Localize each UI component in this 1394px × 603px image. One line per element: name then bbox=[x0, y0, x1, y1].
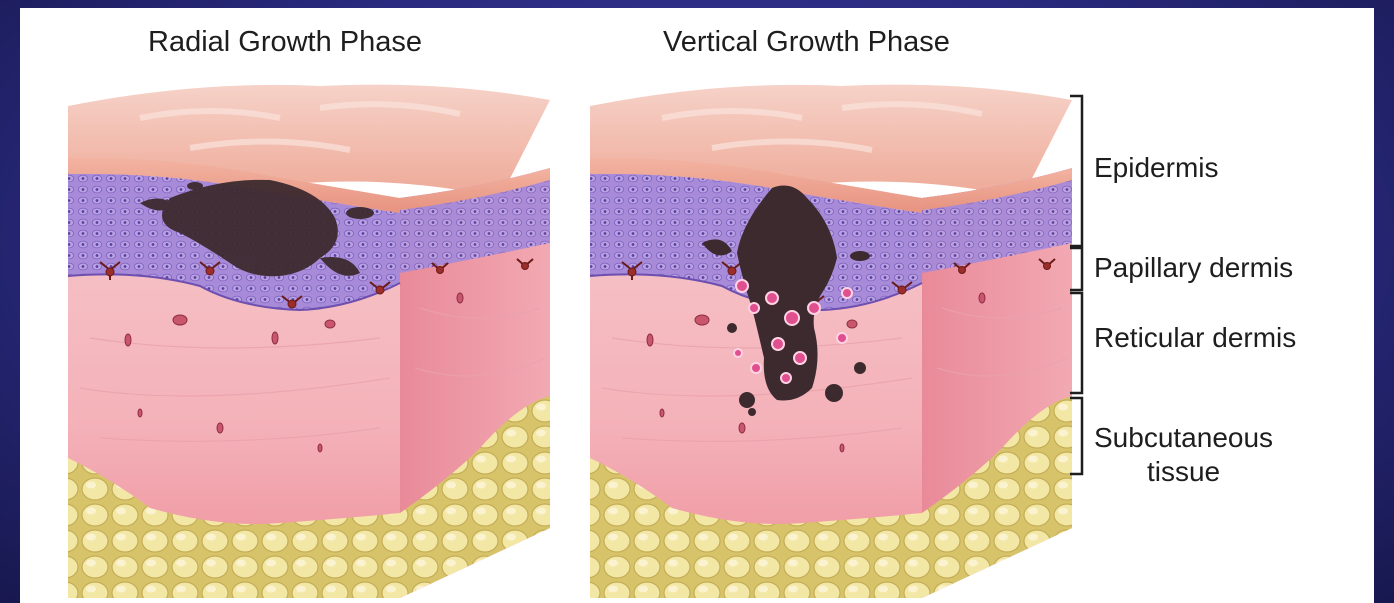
skin-illustration bbox=[20, 8, 1374, 603]
vertical-growth-skin-block bbox=[590, 85, 1072, 598]
vertical-growth-phase-title: Vertical Growth Phase bbox=[663, 26, 950, 59]
radial-growth-skin-block bbox=[68, 85, 550, 598]
radial-growth-phase-title: Radial Growth Phase bbox=[148, 26, 422, 59]
epidermis-label: Epidermis bbox=[1094, 151, 1218, 185]
illustration-panel: Radial Growth Phase Vertical Growth Phas… bbox=[20, 8, 1374, 603]
subcutaneous-label-line2: tissue bbox=[1094, 455, 1273, 489]
subcutaneous-tissue-label: Subcutaneous tissue bbox=[1094, 421, 1273, 489]
subcutaneous-label-line1: Subcutaneous bbox=[1094, 421, 1273, 455]
reticular-dermis-label: Reticular dermis bbox=[1094, 321, 1296, 355]
papillary-dermis-label: Papillary dermis bbox=[1094, 251, 1293, 285]
